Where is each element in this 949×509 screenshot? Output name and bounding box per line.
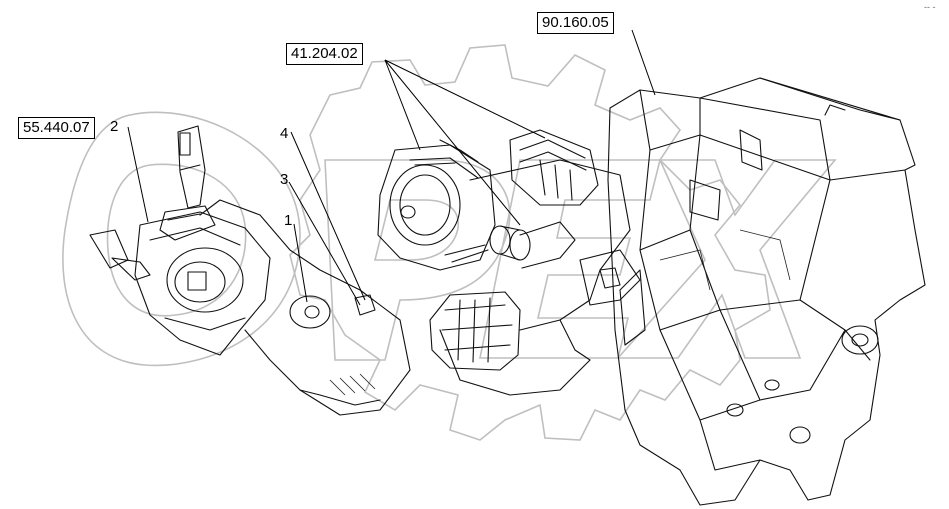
watermark-letter-p xyxy=(324,159,511,361)
reference-label-41-204-02: 41.204.02 xyxy=(286,43,363,65)
reference-label-90-160-05: 90.160.05 xyxy=(537,12,614,34)
callout-item-1: 1 xyxy=(284,212,293,229)
callout-item-4: 4 xyxy=(280,125,289,142)
column-support-bracket xyxy=(607,77,926,506)
shift-lever-assembly xyxy=(89,125,216,281)
callout-item-2: 2 xyxy=(110,118,119,135)
washer-item-1 xyxy=(289,295,331,329)
corner-mark: -- - xyxy=(924,2,936,12)
switch-housing xyxy=(134,211,271,356)
watermark-letters xyxy=(62,111,837,367)
watermark-letter-e xyxy=(479,159,662,359)
leader-lines xyxy=(127,29,656,306)
watermark-letter-o xyxy=(62,111,301,367)
lower-shroud xyxy=(199,199,411,416)
watermark-letter-x xyxy=(616,159,837,359)
callout-item-3: 3 xyxy=(280,171,289,188)
column-boot-lower xyxy=(429,291,521,371)
watermark-gear-outline xyxy=(289,44,771,441)
spacer-item-3-4 xyxy=(354,294,376,316)
steering-column xyxy=(439,159,641,396)
reference-label-55-440-07: 55.440.07 xyxy=(18,117,95,139)
column-boot-upper xyxy=(377,139,496,271)
column-boot-top xyxy=(509,129,599,206)
